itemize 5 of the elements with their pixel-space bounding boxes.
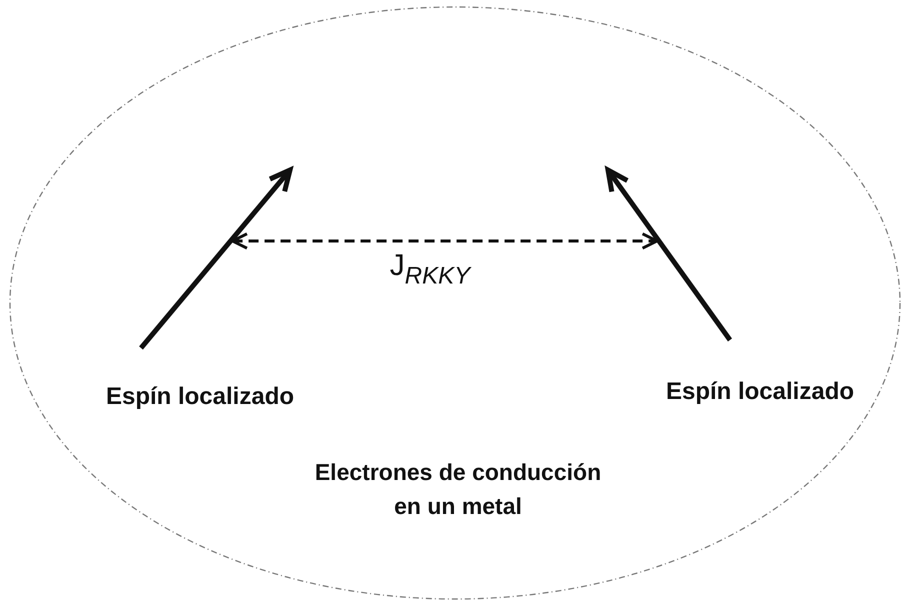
spin-label: Espín localizado xyxy=(104,383,296,411)
interaction-arrow xyxy=(231,232,658,250)
spin-label: Espín localizado xyxy=(664,378,856,406)
coupling-label: J$_{RKKY}$ xyxy=(390,249,470,290)
region-label: Electrones de conducción en un metal xyxy=(314,458,602,521)
